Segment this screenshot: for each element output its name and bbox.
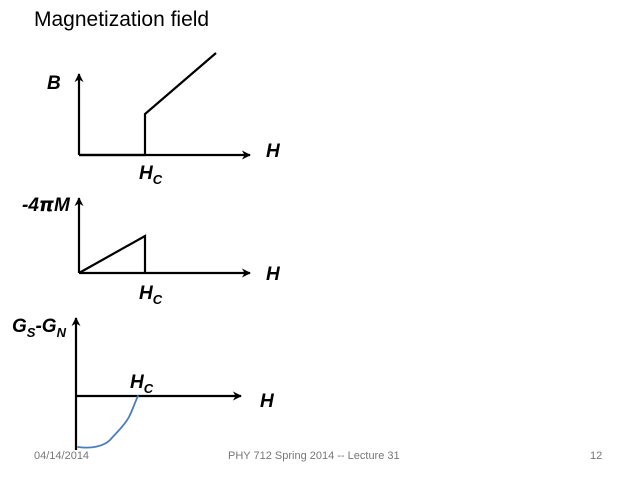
free-energy-curve [77,395,139,449]
h-axis-label-1: H [266,141,281,162]
b-curve [79,52,217,157]
m-axis-label: -4πM [22,194,71,216]
hc-label-1: HC [139,163,163,187]
hc-label-3: HC [130,372,154,396]
footer-page-number: 12 [590,450,603,462]
magnetization-panel: -4πM H HC [22,194,281,307]
hc-label-2: HC [139,283,163,307]
b-vs-h-panel: B H HC [47,52,281,187]
free-energy-panel: GS-GN HC H [12,316,275,450]
footer-course: PHY 712 Spring 2014 -- Lecture 31 [228,450,400,462]
g-axis-label: GS-GN [12,316,67,340]
slide-title: Magnetization field [34,8,210,31]
footer-date: 04/14/2014 [34,450,90,462]
m-curve [78,234,147,274]
b-axis-label: B [47,73,61,94]
h-axis-label-2: H [266,264,281,285]
h-axis-label-3: H [260,391,275,412]
